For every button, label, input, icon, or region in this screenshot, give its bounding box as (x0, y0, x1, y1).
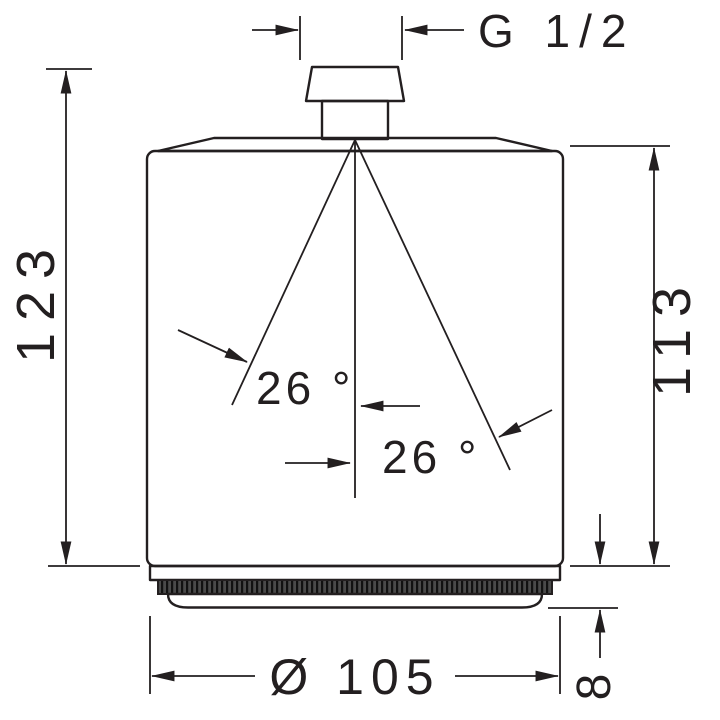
spray-line-left (231, 139, 356, 406)
dimension-lines (60, 24, 660, 682)
total-height-label: 123 (6, 237, 66, 363)
extension-lines (46, 16, 670, 694)
connector-collar (320, 99, 390, 141)
spray-plate-band (148, 564, 562, 582)
thread-size-label: G 1/2 (478, 5, 636, 57)
diameter-label: Ø 105 (269, 649, 440, 705)
angle-leader-arrows (177, 329, 553, 469)
body-height-label: 113 (642, 275, 702, 397)
spray-angle-upper-label: 26 ° (256, 362, 354, 414)
nozzle-band (157, 579, 553, 595)
leader-arrow-upper-left (177, 329, 248, 363)
connector-flange (304, 65, 406, 103)
face-thickness-label: 8 (568, 672, 621, 701)
bottom-lip (166, 592, 544, 609)
spray-angle-lines (231, 139, 511, 498)
dimension-labels: G 1/2 123 113 26 ° 26 ° Ø 105 8 (6, 5, 702, 705)
spray-angle-lower-label: 26 ° (382, 431, 480, 483)
spray-line-right (354, 139, 511, 471)
leader-arrow-lower-right (498, 409, 553, 438)
